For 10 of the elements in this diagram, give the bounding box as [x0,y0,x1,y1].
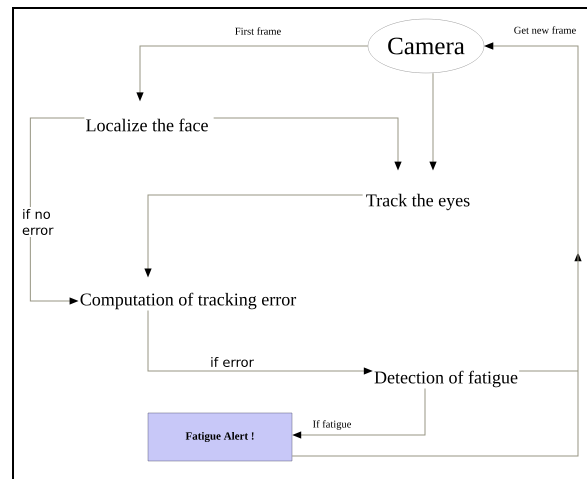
step-label: Detection of fatigue [374,370,518,388]
edge-label: First frame [232,25,284,37]
edge-label: If fatigue [310,418,354,432]
edge-label: if no error [20,206,64,238]
step-label: Localize the face [86,118,208,132]
edge-label: Get new frame [512,24,578,36]
alert-box: Fatigue Alert ! [148,412,292,462]
edge-label: if error [208,354,256,370]
step-label: Track the eyes [366,194,470,210]
step-label: Computation of tracking error [80,292,296,310]
